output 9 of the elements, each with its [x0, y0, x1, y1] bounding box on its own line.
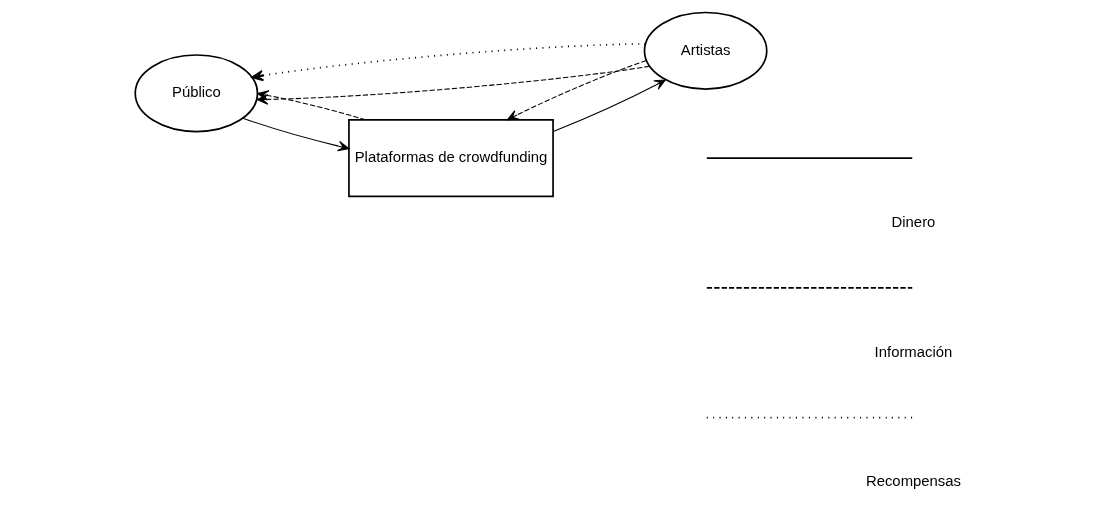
arrow — [242, 117, 350, 152]
arrow — [251, 43, 647, 82]
node-box: Plataformas de crowdfunding — [348, 119, 554, 198]
node-ellipse: Público — [134, 54, 259, 133]
legend-label: Dinero — [891, 213, 936, 230]
arrow — [506, 60, 647, 121]
legend-label: Recompensas — [865, 473, 962, 490]
legend-label: Información — [874, 343, 953, 360]
arrow — [552, 79, 666, 133]
